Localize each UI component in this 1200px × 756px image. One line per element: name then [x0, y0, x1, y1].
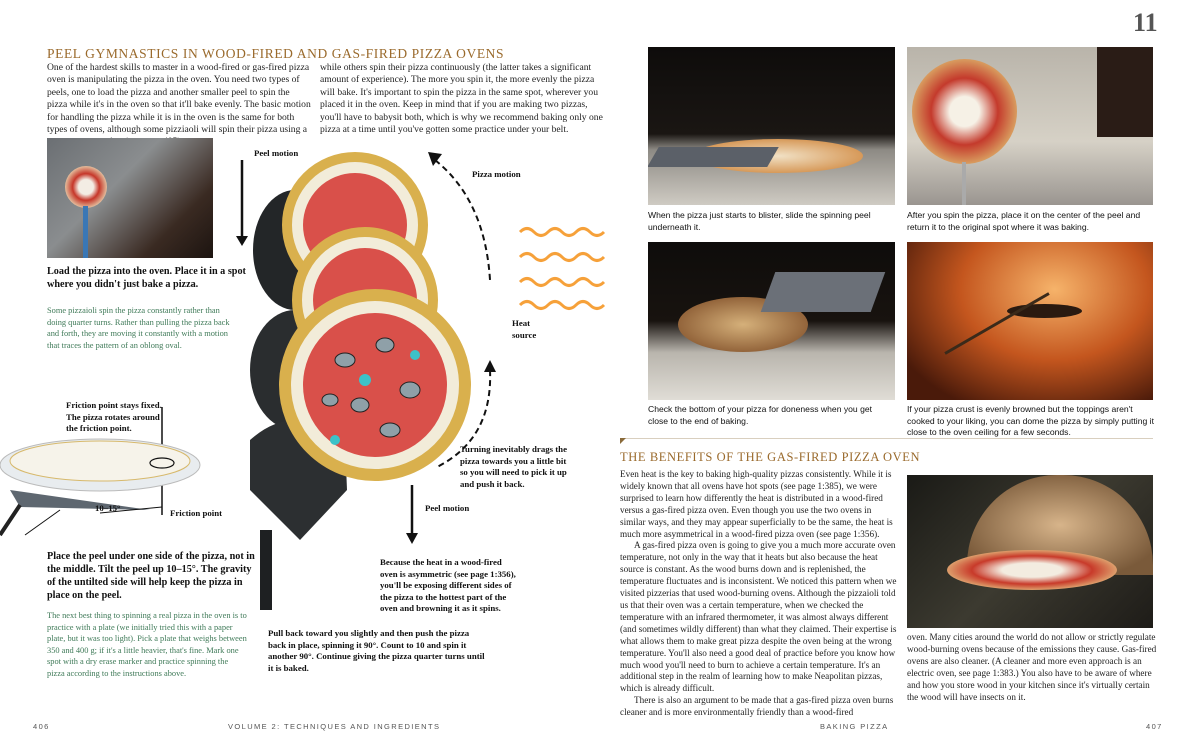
photo-caption-1: When the pizza just starts to blister, s…: [648, 210, 871, 232]
chapter-number: 11: [1133, 8, 1158, 37]
photo-check-bottom: [648, 242, 895, 400]
peel-motion-label-bottom: Peel motion: [425, 503, 470, 513]
peel-tilt-illustration: [0, 407, 201, 537]
footer-section: BAKING PIZZA: [820, 722, 889, 731]
photo-loading-pizza: [47, 138, 213, 258]
friction-label: Friction point stays fixed. The pizza ro…: [66, 400, 162, 433]
pull-back-note: Pull back toward you slightly and then p…: [268, 628, 485, 673]
page-number-left: 406: [33, 722, 50, 731]
benefits-text: Even heat is the key to baking high-qual…: [620, 469, 898, 719]
note-plate-practice: The next best thing to spinning a real p…: [47, 611, 247, 678]
caption-load: Load the pizza into the oven. Place it i…: [47, 266, 246, 290]
photo-caption-2: After you spin the pizza, place it on th…: [907, 210, 1141, 232]
pizza-motion-label: Pizza motion: [472, 169, 521, 179]
friction-point-label: Friction point: [170, 508, 223, 518]
benefits-text-continued: oven. Many cities around the world do no…: [907, 632, 1157, 702]
section-heading: PEEL GYMNASTICS IN WOOD-FIRED AND GAS-FI…: [47, 46, 505, 61]
photo-slide-peel: [648, 47, 895, 205]
divider-corner-icon: [620, 438, 626, 444]
heat-waves-icon: [518, 227, 606, 310]
turning-note: Turning inevitably drags the pizza towar…: [460, 444, 567, 489]
section-divider: [620, 438, 1153, 439]
heat-asymmetry-note: Because the heat in a wood-fired oven is…: [380, 557, 516, 613]
photo-dome-pizza: [907, 242, 1153, 400]
intro-text-col1: One of the hardest skills to master in a…: [47, 62, 311, 147]
benefits-heading: THE BENEFITS OF THE GAS-FIRED PIZZA OVEN: [620, 450, 921, 464]
peel-motion-label-top: Peel motion: [254, 148, 299, 158]
paragraph-3: There is also an argument to be made tha…: [620, 695, 894, 718]
intro-text-col2: while others spin their pizza continuous…: [320, 62, 603, 136]
paragraph-2: A gas-fired pizza oven is going to give …: [620, 540, 897, 694]
spinning-diagram: [236, 152, 606, 610]
angle-label: 10–15°: [95, 503, 121, 513]
photo-caption-3: Check the bottom of your pizza for donen…: [648, 404, 873, 426]
paragraph-1: Even heat is the key to baking high-qual…: [620, 469, 893, 539]
photo-gas-oven-pizza: [907, 475, 1153, 628]
page-number-right: 407: [1146, 722, 1163, 731]
footer-volume-title: VOLUME 2: TECHNIQUES AND INGREDIENTS: [228, 722, 441, 731]
caption-place-peel: Place the peel under one side of the piz…: [47, 551, 255, 601]
heat-source-label: Heat source: [512, 318, 537, 340]
note-spin: Some pizzaioli spin the pizza constantly…: [47, 306, 230, 350]
photo-peel-center: [907, 47, 1153, 205]
photo-caption-4: If your pizza crust is evenly browned bu…: [907, 404, 1154, 437]
